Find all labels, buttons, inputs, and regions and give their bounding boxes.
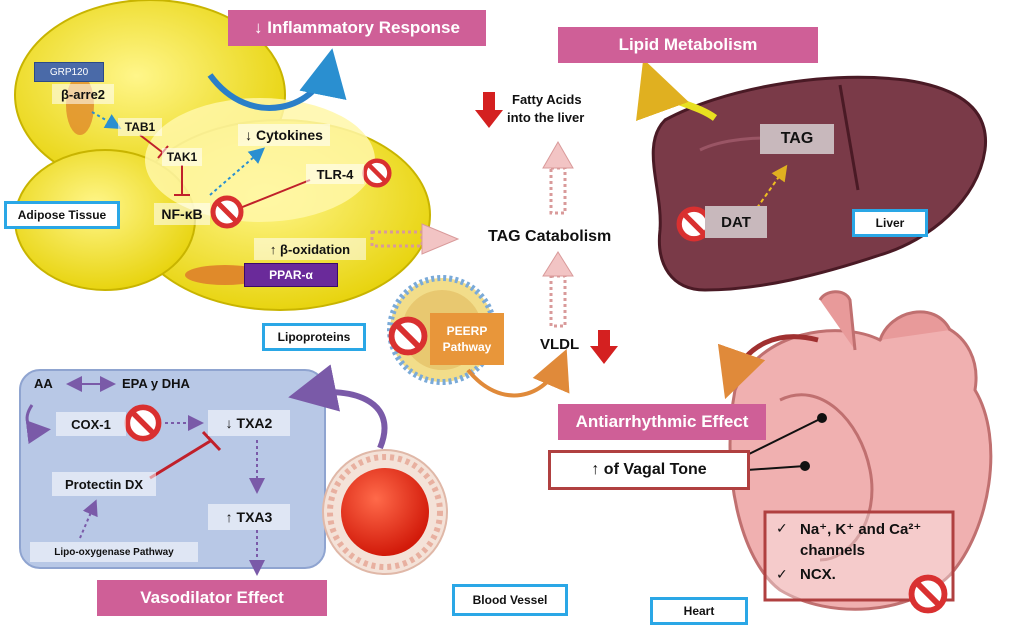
aa-label: AA (34, 376, 53, 391)
prohibit-icon (124, 404, 162, 442)
peerp-arrow (466, 348, 570, 398)
lipoxygenase-node: Lipo-oxygenase Pathway (30, 542, 198, 562)
fatty-acids-label-2: into the liver (507, 110, 585, 125)
check-icon: ✓ (776, 566, 788, 582)
adipose-cells (14, 0, 431, 311)
inflammatory-arrow (207, 48, 347, 111)
protectin-node: Protectin DX (52, 472, 156, 496)
label-liver: Liver (852, 209, 928, 237)
txa2-node: ↓ TXA2 (208, 410, 290, 436)
fatty-acids-label: Fatty Acids (512, 92, 582, 107)
peerp-label-2: Pathway (442, 340, 492, 354)
boxidation-node: ↑ β-oxidation (254, 238, 366, 260)
label-heart: Heart (650, 597, 748, 625)
antiarrhythmic-arrow (717, 334, 819, 400)
prohibit-icon (210, 195, 244, 229)
barre2-node: β-arre2 (52, 84, 114, 104)
label-lipoproteins: Lipoproteins (262, 323, 366, 351)
blood-vessel-shape (322, 449, 448, 575)
vagal-tone-box: ↑ of Vagal Tone (548, 450, 750, 490)
prohibit-icon (362, 158, 392, 188)
txa3-node: ↑ TXA3 (208, 504, 290, 530)
tlr4-node: TLR-4 (306, 164, 364, 184)
prohibit-icon (908, 574, 948, 614)
vldl-label: VLDL (540, 336, 580, 353)
header-vasodilator: Vasodilator Effect (97, 580, 327, 616)
peerp-pathway-box: PEERP Pathway (430, 313, 504, 365)
channels-label: Na⁺, K⁺ and Ca²⁺ (800, 521, 922, 538)
header-lipid: Lipid Metabolism (558, 27, 818, 63)
lipid-arrow (636, 58, 718, 122)
tag-node: TAG (760, 124, 834, 154)
header-antiarrhythmic: Antiarrhythmic Effect (558, 404, 766, 440)
tag-catabolism-label: TAG Catabolism (488, 228, 612, 245)
adipose-to-tag-arrow (370, 223, 460, 255)
tab1-node: TAB1 (118, 118, 162, 136)
vertical-center-arrows (542, 140, 574, 328)
check-icon: ✓ (776, 520, 788, 536)
vessel-arrow (288, 364, 388, 450)
cox1-node: COX-1 (56, 412, 126, 436)
ppar-node: PPAR-α (244, 263, 338, 287)
grp120-receptor: GRP120 (34, 62, 104, 82)
cytokines-node: ↓ Cytokines (238, 124, 330, 146)
dat-node: DAT (705, 206, 767, 238)
label-blood-vessel: Blood Vessel (452, 584, 568, 616)
vascular-panel (19, 369, 326, 569)
prohibit-icon (388, 316, 428, 356)
epa-dha-label: EPA y DHA (122, 376, 190, 391)
nfkb-node: NF-κB (154, 203, 210, 225)
header-inflammatory: ↓ Inflammatory Response (228, 10, 486, 46)
peerp-label: PEERP (446, 324, 488, 338)
ncx-label: NCX. (800, 566, 836, 583)
channels-label-2: channels (800, 542, 866, 559)
heart-shape (728, 290, 993, 611)
label-adipose: Adipose Tissue (4, 201, 120, 229)
tak1-node: TAK1 (162, 148, 202, 166)
